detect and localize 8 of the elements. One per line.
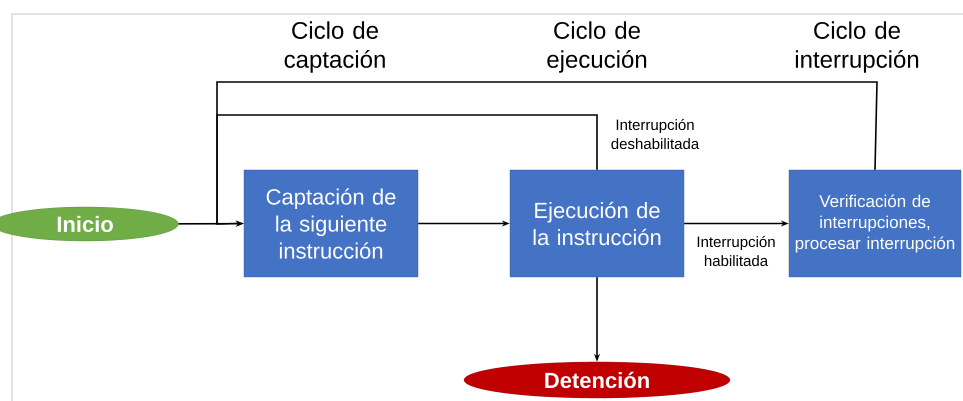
cycle-label: Ciclo de ejecución [547, 21, 646, 73]
edge-label: Interrupción habilitada [685, 234, 787, 268]
edge-label: Interrupción deshabilitada [604, 118, 706, 150]
process-box: Verificación de interrupciones, procesar interrupción [788, 170, 962, 278]
cycle-label: Ciclo de interrupción [796, 21, 918, 73]
process-box: Captación de la siguiente instrucción [244, 170, 418, 278]
process-box: Ejecución de la instrucción [510, 170, 684, 278]
cycle-label: Ciclo de captación [284, 21, 385, 73]
